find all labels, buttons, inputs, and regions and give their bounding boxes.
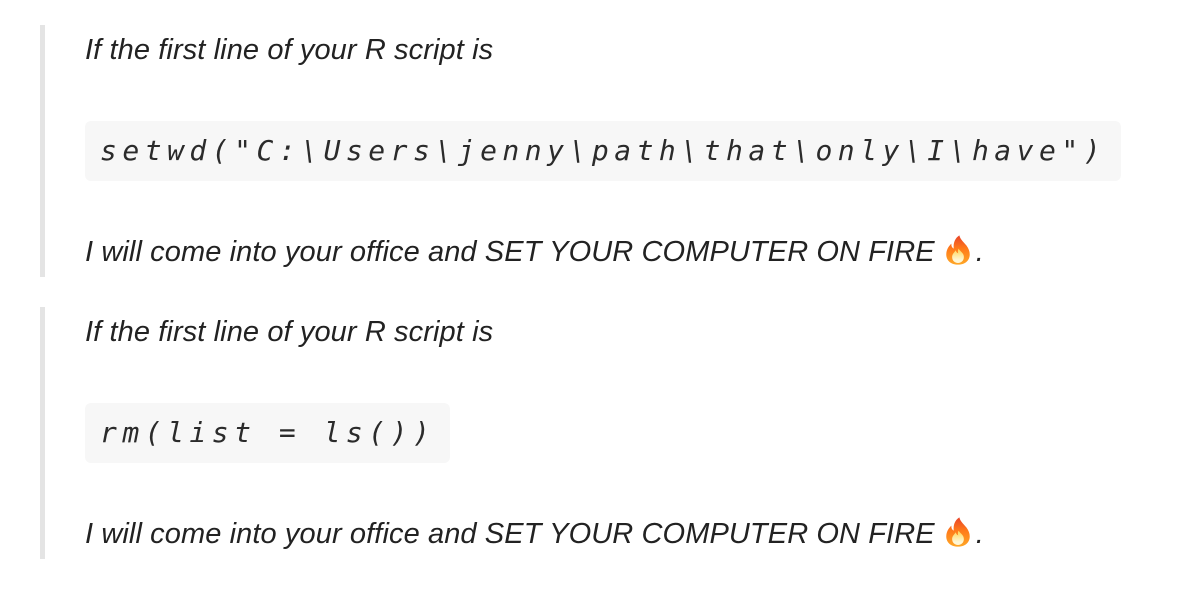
code-block: setwd("C:\Users\jenny\path\that\only\I\h… [85, 121, 1122, 181]
code-block: rm(list = ls()) [85, 403, 451, 463]
blockquote-setwd: If the first line of your R script is se… [40, 25, 1160, 277]
code-text: rm(list = ls()) [100, 416, 436, 449]
intro-text: If the first line of your R script is [85, 316, 494, 348]
outro-text: I will come into your office and SET YOU… [85, 227, 1160, 277]
outro-text: I will come into your office and SET YOU… [85, 509, 1160, 559]
code-text: setwd("C:\Users\jenny\path\that\only\I\h… [100, 134, 1107, 167]
fire-emoji-icon [945, 517, 970, 547]
sentence-period: . [975, 518, 984, 550]
intro-text: If the first line of your R script is [85, 34, 494, 66]
blockquote-rm-list: If the first line of your R script is rm… [40, 307, 1160, 559]
sentence-period: . [975, 236, 984, 268]
outro-sentence: I will come into your office and SET YOU… [85, 236, 935, 268]
fire-emoji-icon [945, 235, 970, 265]
article-excerpt: If the first line of your R script is se… [40, 25, 1160, 559]
outro-sentence: I will come into your office and SET YOU… [85, 518, 935, 550]
